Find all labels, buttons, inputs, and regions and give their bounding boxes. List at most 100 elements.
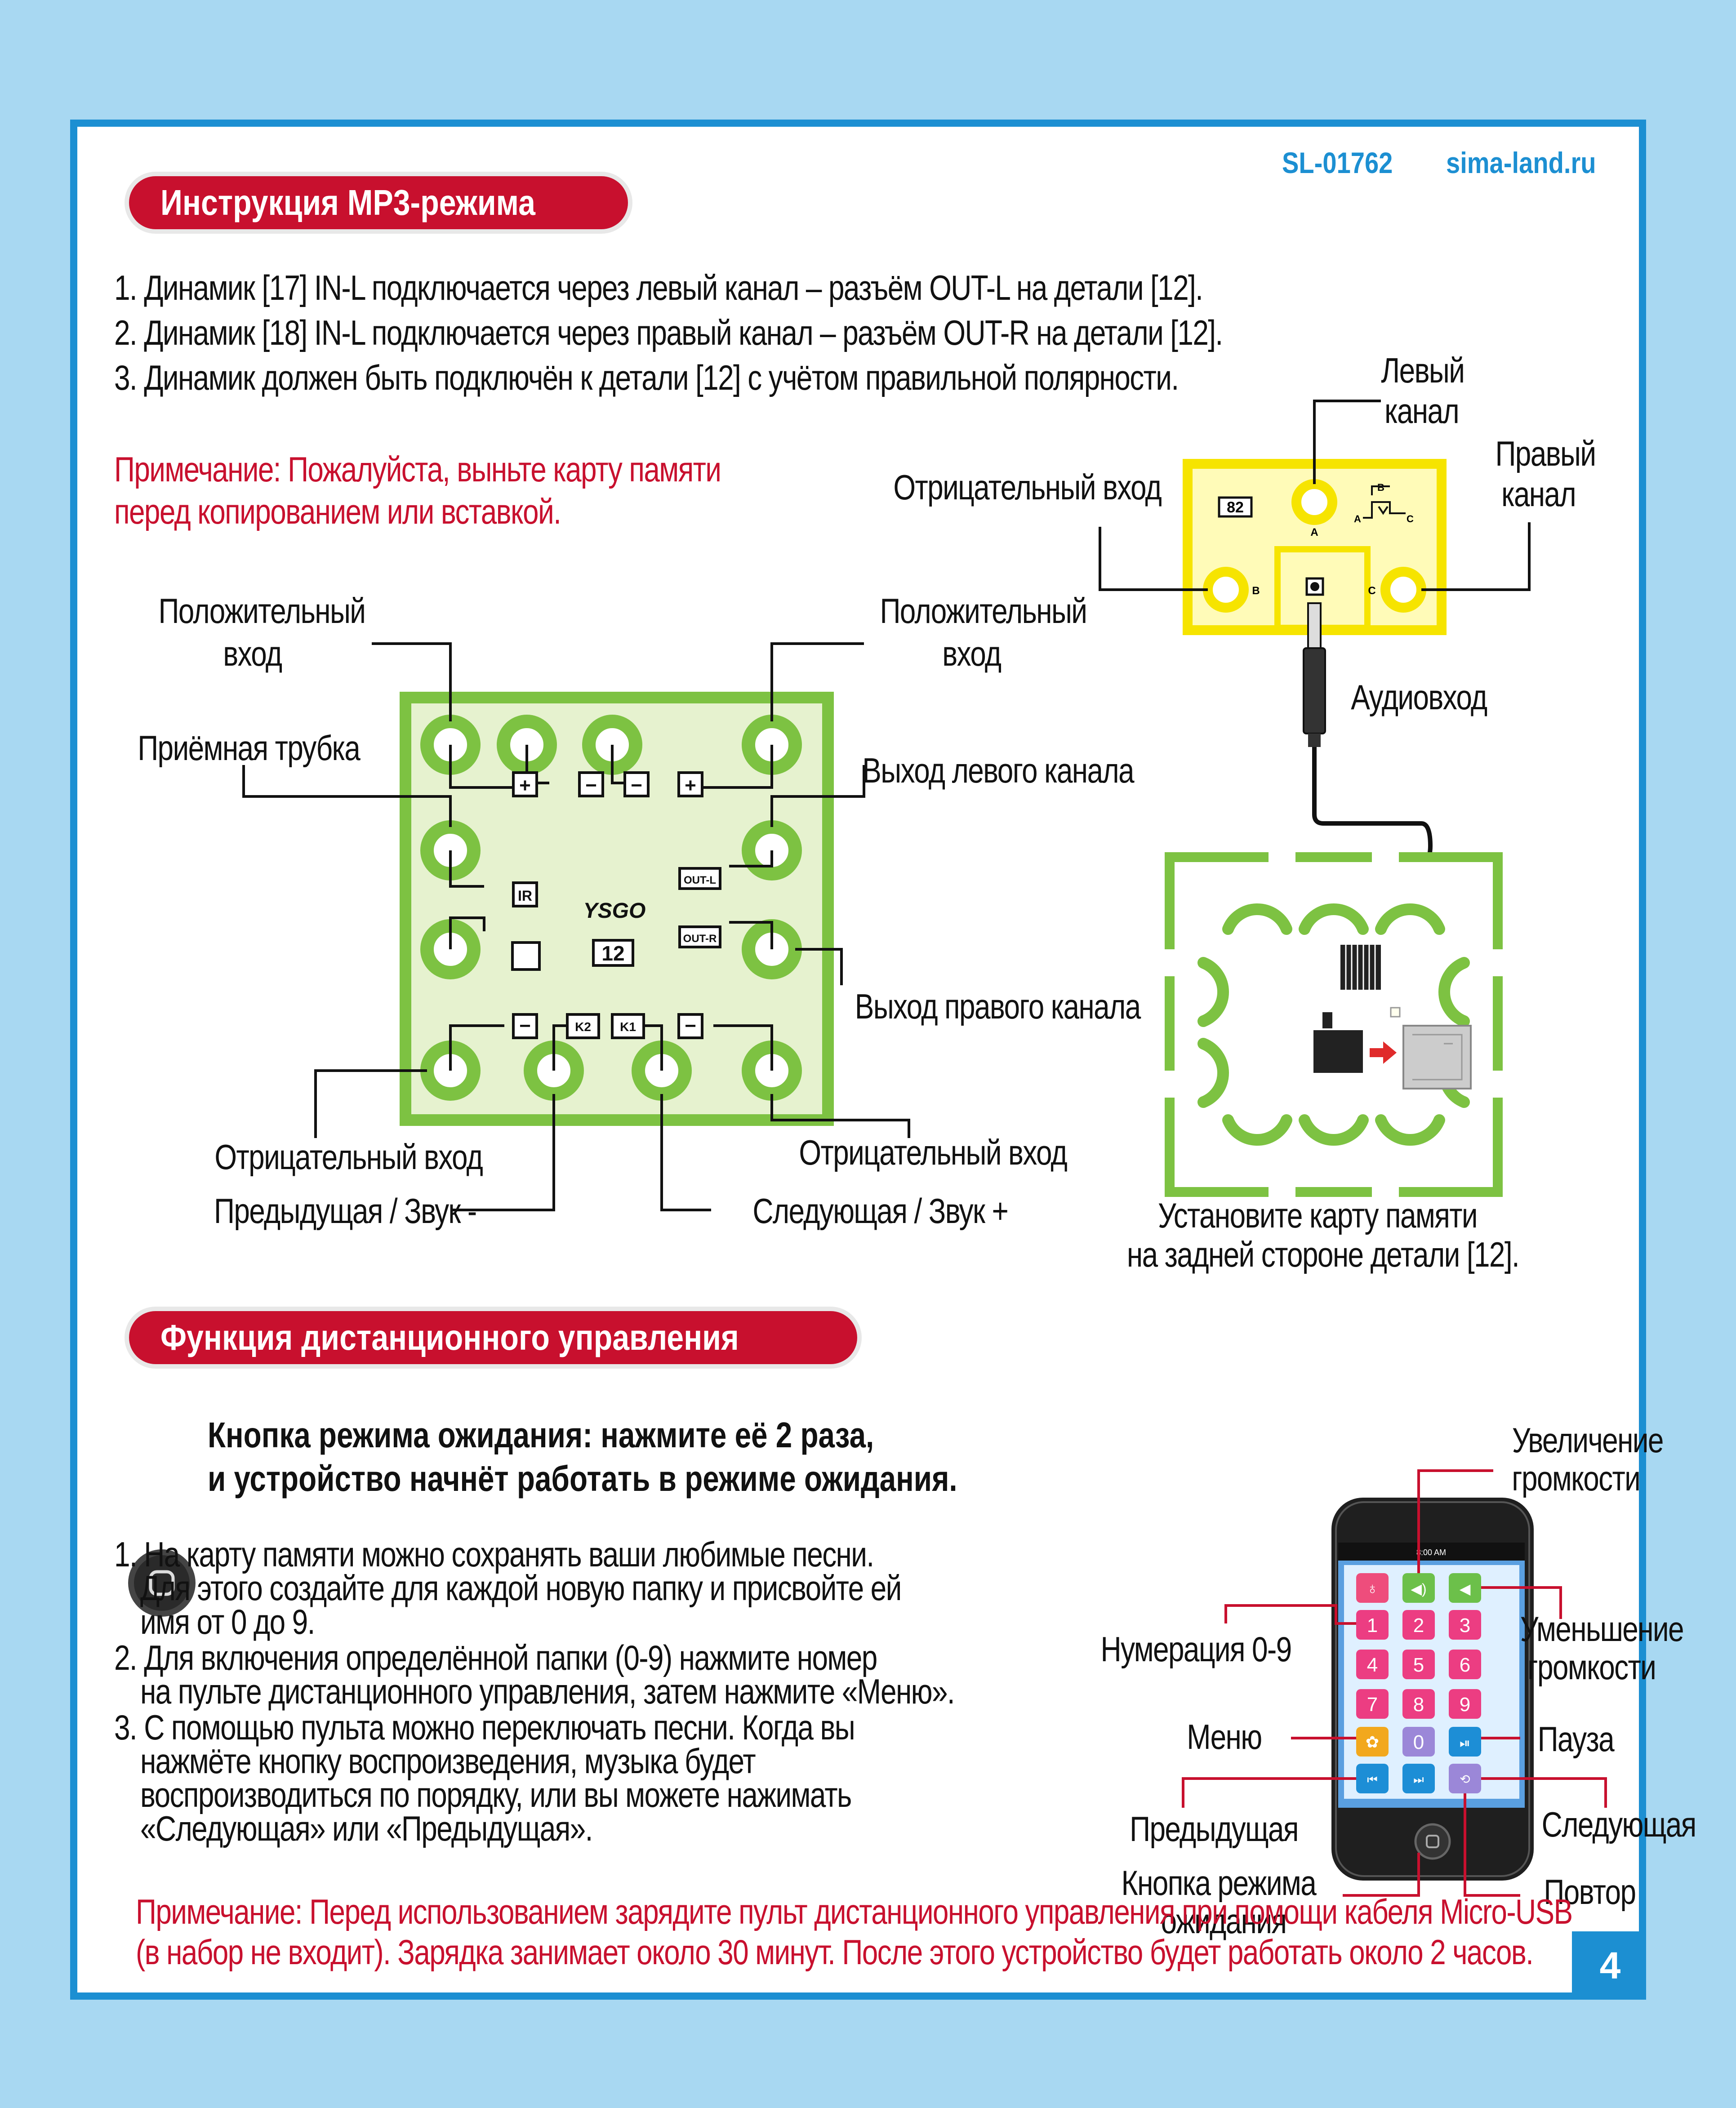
label-volume-up-2: громкости xyxy=(1512,1459,1641,1498)
pin-c-label: C xyxy=(1368,585,1375,597)
remote-key-label: 1 xyxy=(1367,1614,1378,1637)
plus-label: + xyxy=(685,774,696,796)
remote-key-label: 6 xyxy=(1460,1654,1470,1676)
remote-standby-button[interactable] xyxy=(1414,1823,1451,1860)
remote-key-0[interactable] xyxy=(1402,1727,1435,1757)
section-title-mp3-text: Инструкция MP3-режима xyxy=(160,182,535,222)
pin-b-symbol-label: B xyxy=(1377,482,1384,493)
pin-a-label: A xyxy=(1310,526,1318,538)
label-right-channel-1: Правый xyxy=(1495,434,1596,473)
remote-repeat-button[interactable] xyxy=(1449,1764,1481,1793)
next-icon: ⏭ xyxy=(1413,1773,1424,1786)
remote-item-3-line3: воспроизводиться по порядку, или вы може… xyxy=(140,1775,852,1814)
label-next-volume-up: Следующая / Звук + xyxy=(752,1191,1009,1231)
remote-key-3[interactable] xyxy=(1449,1610,1481,1640)
note-memory-card-1: Примечание: Пожалуйста, выньте карту пам… xyxy=(114,449,721,489)
label-negative-input-82: Отрицательный вход xyxy=(893,467,1162,507)
section-title-remote: Функция дистанционного управления xyxy=(129,1311,857,1364)
pin-b-label: B xyxy=(1252,585,1260,597)
remote-key-2[interactable] xyxy=(1402,1610,1435,1640)
menu-icon: ✿ xyxy=(1366,1733,1379,1751)
label-right-channel-2: канал xyxy=(1501,474,1576,514)
label-audio-input: Аудиовход xyxy=(1351,677,1487,717)
label-prev-volume-down: Предыдущая / Звук - xyxy=(214,1191,477,1231)
remote-key-8[interactable] xyxy=(1402,1689,1435,1719)
remote-key-label: 8 xyxy=(1413,1694,1424,1716)
speaker-quiet-icon: ◀ xyxy=(1460,1581,1471,1597)
label-volume-up-1: Увеличение xyxy=(1512,1420,1664,1460)
remote-power-button[interactable] xyxy=(1356,1573,1389,1603)
remote-key-label: 9 xyxy=(1460,1694,1470,1716)
remote-item-3-line2: нажмёте кнопку воспроизведения, музыка б… xyxy=(140,1741,756,1781)
page-number: 4 xyxy=(1600,1944,1621,1987)
board-82: 82 A B C B A C xyxy=(1099,400,1531,889)
repeat-icon: ⟲ xyxy=(1460,1772,1470,1786)
label-negative-input-left: Отрицательный вход xyxy=(214,1137,483,1177)
label-receiver: Приёмная трубка xyxy=(138,728,361,768)
label-standby-2: ожидания xyxy=(1161,1901,1287,1941)
outl-label: OUT-L xyxy=(684,874,716,886)
remote-key-label: 5 xyxy=(1413,1654,1424,1676)
remote-key-9[interactable] xyxy=(1449,1689,1481,1719)
remote-key-6[interactable] xyxy=(1449,1650,1481,1679)
board-82-pad-a xyxy=(1291,479,1337,525)
bulb-icon: ♁ xyxy=(1367,1579,1379,1597)
remote-key-label: 4 xyxy=(1367,1654,1378,1676)
pause-icon: ⏯ xyxy=(1460,1736,1470,1751)
remote-key-1[interactable] xyxy=(1356,1610,1389,1640)
label-positive-input-left-2: вход xyxy=(223,634,282,673)
memory-card-icon xyxy=(1313,1030,1363,1073)
header-site: sima-land.ru xyxy=(1446,146,1596,179)
label-positive-input-right-1: Положительный xyxy=(880,591,1087,631)
label-standby-1: Кнопка режима xyxy=(1121,1863,1316,1903)
remote-prev-button[interactable] xyxy=(1356,1764,1389,1793)
label-right-channel-out: Выход правого канала xyxy=(855,987,1141,1026)
board-12-number: 12 xyxy=(601,942,624,965)
page-number-badge: 4 xyxy=(1572,1931,1639,1992)
remote-item-1-line1: 1. На карту памяти можно сохранять ваши … xyxy=(114,1534,874,1574)
label-repeat: Повтор xyxy=(1544,1872,1636,1912)
board-82-pad-c xyxy=(1380,567,1426,613)
remote-volume-down-button[interactable] xyxy=(1449,1573,1481,1603)
plus-label: + xyxy=(519,774,531,796)
instruction-item-3: 3. Динамик должен быть подключён к детал… xyxy=(114,358,1179,397)
memory-card-board xyxy=(1163,850,1505,1199)
card-caption-1: Установите карту памяти xyxy=(1157,1196,1478,1235)
remote-menu-button[interactable] xyxy=(1356,1727,1389,1757)
card-slot-icon xyxy=(1402,1025,1472,1090)
header-code: SL-01762 xyxy=(1282,146,1393,179)
remote-next-button[interactable] xyxy=(1402,1764,1435,1793)
remote-item-2-line2: на пульте дистанционного управления, зат… xyxy=(140,1672,955,1711)
instruction-item-2: 2. Динамик [18] IN-L подключается через … xyxy=(114,313,1223,352)
label-menu: Меню xyxy=(1187,1717,1262,1757)
pin-a-symbol-label: A xyxy=(1354,513,1361,525)
label-negative-input-right: Отрицательный вход xyxy=(799,1133,1067,1172)
arrow-right-icon xyxy=(1370,1041,1397,1064)
outr-label: OUT-R xyxy=(683,933,717,945)
remote-item-2-line1: 2. Для включения определённой папки (0-9… xyxy=(114,1638,877,1677)
remote-volume-up-button[interactable] xyxy=(1402,1573,1435,1603)
remote-pause-button[interactable] xyxy=(1449,1727,1481,1757)
instruction-item-1: 1. Динамик [17] IN-L подключается через … xyxy=(114,268,1203,307)
remote-item-1-line2: Для этого создайте для каждой новую папк… xyxy=(140,1568,902,1608)
charging-note-2: (в набор не входит). Зарядка занимает ок… xyxy=(136,1932,1534,1972)
minus-label: − xyxy=(631,774,642,796)
prev-icon: ⏮ xyxy=(1367,1773,1377,1786)
label-pause: Пауза xyxy=(1537,1719,1615,1759)
board-82-number: 82 xyxy=(1227,499,1244,516)
label-numbers: Нумерация 0-9 xyxy=(1100,1629,1292,1669)
label-left-channel-1: Левый xyxy=(1381,351,1465,390)
remote-key-4[interactable] xyxy=(1356,1650,1389,1679)
remote-key-7[interactable] xyxy=(1356,1689,1389,1719)
remote-item-1-line3: имя от 0 до 9. xyxy=(140,1602,315,1641)
note-memory-card-2: перед копированием или вставкой. xyxy=(114,492,561,531)
brand-logo: YSGO xyxy=(583,899,646,923)
remote-key-label: 2 xyxy=(1413,1614,1424,1637)
k1-label: K1 xyxy=(620,1020,636,1034)
remote-key-5[interactable] xyxy=(1402,1650,1435,1679)
label-positive-input-right-2: вход xyxy=(942,634,1002,673)
diagram-canvas: + − − + IR OUT-L OUT-R 12 − K2 K1 − YSGO xyxy=(128,400,1639,1992)
speaker-loud-icon: ◀) xyxy=(1411,1581,1426,1597)
jack-symbol xyxy=(1363,485,1406,519)
